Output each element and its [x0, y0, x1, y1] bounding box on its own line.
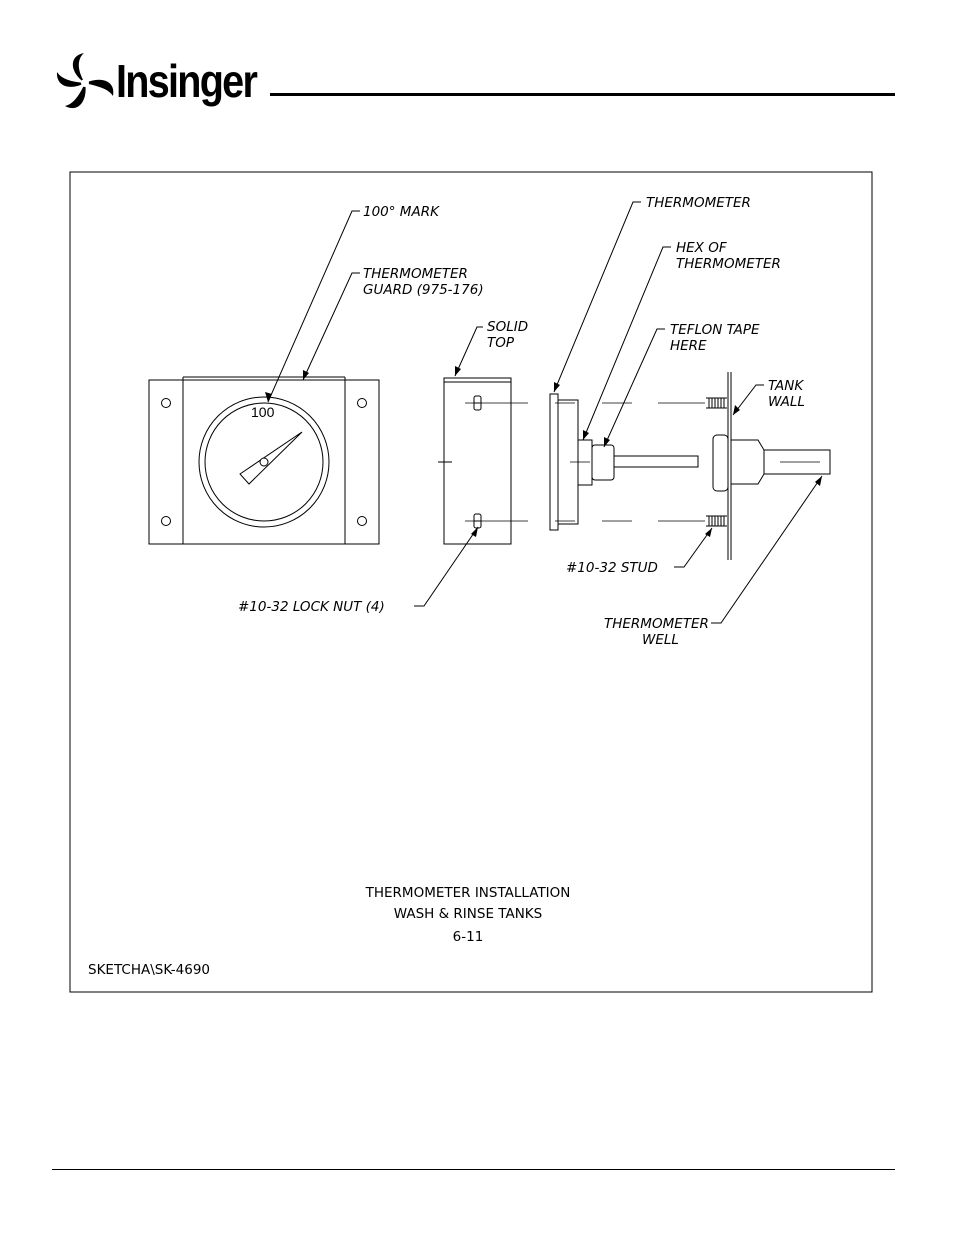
leader-stud — [674, 527, 713, 568]
leader-well — [711, 475, 823, 624]
label-teflon-line1: TEFLON TAPE — [670, 322, 760, 338]
leader-solid-top — [454, 326, 483, 377]
file-reference: SKETCHA\SK-4690 — [88, 962, 210, 978]
label-teflon-line2: HERE — [670, 338, 707, 354]
leader-lines — [267, 201, 823, 624]
leader-arrowheads — [265, 366, 822, 537]
label-thermometer: THERMOMETER — [646, 195, 751, 211]
mounting-hole-bl — [161, 516, 171, 526]
mounting-hole-tl — [161, 398, 171, 408]
thermometer-stem — [613, 455, 699, 468]
label-solid-top-line2: TOP — [487, 335, 515, 351]
guard-front-view — [148, 376, 380, 545]
mounting-hole-br — [357, 516, 367, 526]
mounting-studs — [706, 397, 727, 527]
label-lock-nut: #10-32 LOCK NUT (4) — [238, 599, 385, 615]
label-hex-line2: THERMOMETER — [676, 256, 781, 272]
label-hex-line1: HEX OF — [676, 240, 727, 256]
mounting-hole-tr — [357, 398, 367, 408]
header-rule — [270, 93, 895, 96]
leader-lock-nut — [414, 526, 479, 607]
leader-thermometer — [553, 201, 641, 393]
label-stud: #10-32 STUD — [566, 560, 658, 576]
label-guard-line2: GUARD (975-176) — [363, 282, 484, 298]
leader-100-mark — [267, 210, 360, 403]
label-tank-wall-line2: WALL — [768, 394, 805, 410]
label-well-line2: WELL — [642, 632, 679, 648]
label-guard-line1: THERMOMETER — [363, 266, 468, 282]
diagram-frame — [69, 171, 873, 993]
label-100-mark: 100° MARK — [363, 204, 440, 220]
dial-outer-ring — [198, 396, 330, 528]
caption-line2: WASH & RINSE TANKS — [394, 906, 542, 922]
thermometer-face — [549, 393, 559, 531]
thermometer-hex — [577, 439, 593, 486]
dial-inner-ring — [204, 402, 324, 522]
label-well-line1: THERMOMETER — [604, 616, 709, 632]
centerlines — [465, 402, 820, 522]
caption-line1: THERMOMETER INSTALLATION — [365, 885, 571, 901]
leader-teflon — [603, 328, 665, 448]
dial-value-label: 100 — [251, 404, 275, 420]
label-solid-top-line1: SOLID — [487, 319, 528, 335]
needle-pivot — [259, 457, 269, 467]
dial-needle — [239, 431, 303, 485]
caption-line3: 6-11 — [453, 929, 484, 945]
swirl-logo-icon — [53, 51, 117, 115]
leader-tank-wall — [732, 384, 764, 416]
brand-name: Insinger — [116, 55, 258, 107]
label-tank-wall-line1: TANK — [768, 378, 804, 394]
page-header: Insinger — [0, 0, 954, 120]
leader-guard — [302, 272, 360, 381]
thermometer-assembly — [549, 372, 831, 560]
leader-hex — [582, 246, 671, 441]
footer-rule — [52, 1169, 895, 1170]
